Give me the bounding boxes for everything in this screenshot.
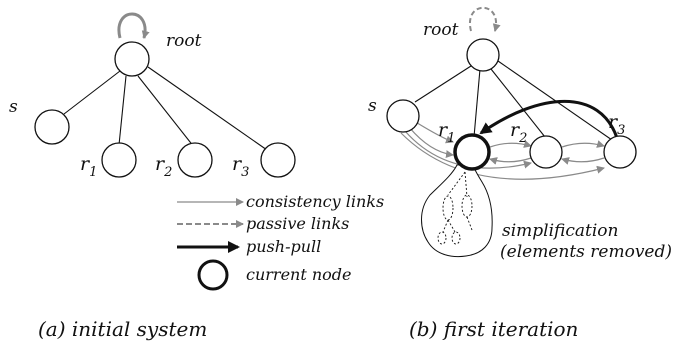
node-r1 [101, 142, 137, 178]
simplification-sublabel: (elements removed) [500, 242, 672, 262]
label-root: root [166, 31, 202, 51]
consistency-link-s-r1-lower [408, 126, 454, 159]
edge-root-s [63, 70, 121, 115]
root-self-loop [117, 12, 150, 39]
node-root [114, 41, 150, 77]
consistency-link-r2-r1 [489, 157, 532, 165]
edge-root-r1 [118, 75, 127, 146]
label-r3: r3 [232, 153, 249, 180]
panel-a: root s r1 r2 r3 (a) initial system [9, 12, 296, 341]
caption-b: (b) first iteration [409, 317, 578, 341]
simplification-blob [421, 163, 493, 258]
label-r2-b: r2 [510, 119, 527, 146]
label-r1-b: r1 [438, 119, 455, 146]
consistency-link-s-r1-upper [413, 120, 454, 144]
legend-current-node-swatch [197, 259, 229, 291]
edge-root-r3 [147, 66, 268, 151]
legend-passive-label: passive links [246, 214, 349, 233]
edge-root-r2 [137, 75, 195, 148]
caption-a: (a) initial system [38, 317, 207, 341]
root-passive-self-loop [468, 6, 501, 32]
label-r1: r1 [80, 153, 97, 180]
edge-root-r2-b [490, 68, 546, 138]
legend: consistency links passive links push-pul… [177, 192, 384, 291]
edge-root-r1-b [473, 68, 481, 138]
legend-push-pull-label: push-pull [246, 237, 321, 256]
node-s-b [386, 99, 420, 133]
edge-root-s-b [414, 65, 472, 103]
consistency-link-s-r3 [400, 132, 605, 180]
node-r2-b [529, 135, 563, 169]
node-s [34, 109, 70, 145]
label-root-b: root [423, 20, 459, 40]
node-r1-current [453, 133, 491, 171]
consistency-link-r1-r2 [489, 140, 532, 148]
node-r3-b [603, 135, 637, 169]
panel-b: root s r1 r2 r3 simplification (elements… [368, 6, 672, 341]
node-r3 [260, 142, 296, 178]
push-pull-arrow [479, 99, 619, 139]
consistency-link-r3-r2 [561, 157, 605, 165]
label-r3-b: r3 [608, 111, 625, 138]
node-r2 [177, 142, 213, 178]
node-root-b [466, 38, 500, 72]
legend-current-label: current node [246, 265, 352, 284]
label-s-b: s [368, 96, 377, 116]
consistency-link-r2-r3 [561, 140, 605, 148]
legend-consistency-label: consistency links [246, 192, 384, 211]
label-s: s [9, 97, 18, 117]
removed-elements-sketch [437, 171, 473, 245]
label-r2: r2 [155, 153, 172, 180]
simplification-label: simplification [502, 221, 619, 241]
